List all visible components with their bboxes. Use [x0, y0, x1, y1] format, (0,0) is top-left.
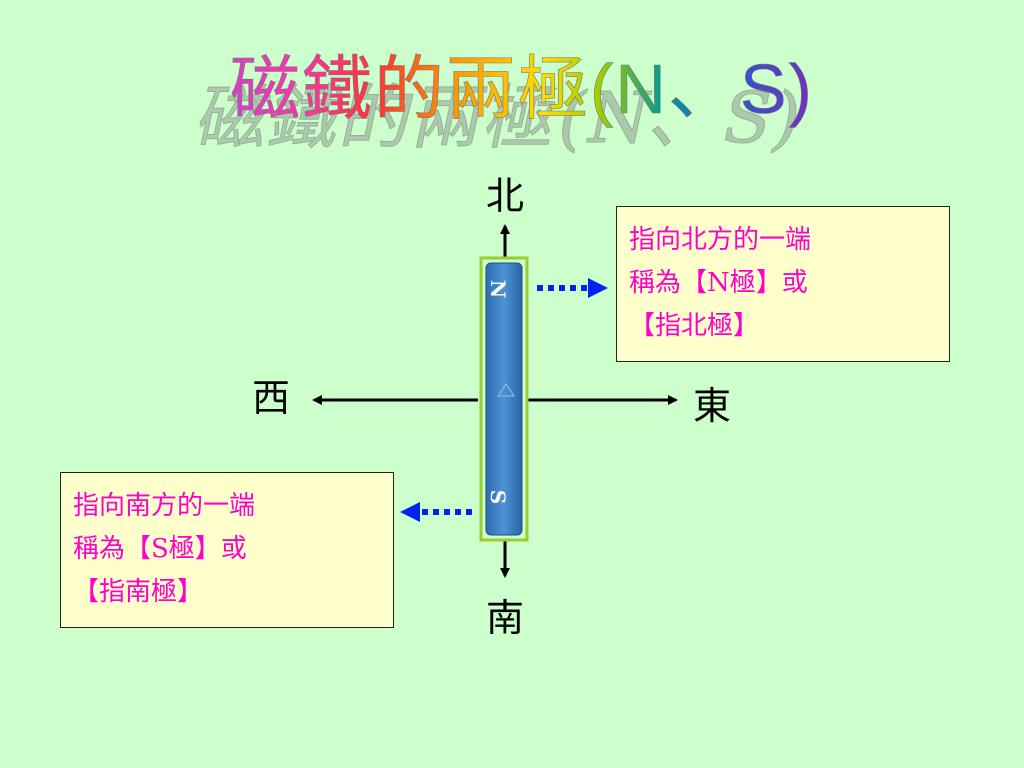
slide-title: 磁鐵的兩極(N、S) 磁鐵的兩極(N、S) [0, 45, 1024, 160]
north-box-line-2: 稱為【N極】或 [629, 268, 808, 298]
west-label: 西 [252, 376, 291, 420]
title-shadow-cn: 磁鐵的兩極 [190, 77, 567, 155]
north-label: 北 [486, 174, 525, 218]
south-pointer-arrow [400, 502, 472, 522]
magnet-n-label: N [486, 280, 510, 298]
south-box-line-3: 【指南極】 [73, 577, 204, 607]
east-label: 東 [693, 384, 732, 428]
title-n-letter: N [615, 50, 668, 128]
title-close-paren: ) [789, 50, 814, 128]
south-box-line-2: 稱為【S極】或 [73, 534, 247, 564]
svg-text:磁鐵的兩極(N、S): 磁鐵的兩極(N、S) [230, 48, 814, 130]
title-chinese: 磁鐵的兩極 [230, 48, 590, 130]
title-open-paren: ( [590, 50, 615, 128]
title-shadow-sep: 、 [643, 77, 732, 155]
south-pole-box: 指向南方的一端 稱為【S極】或 【指南極】 [60, 472, 394, 628]
south-box-line-1: 指向南方的一端 [73, 491, 256, 521]
north-pointer-arrow [537, 278, 608, 298]
svg-text:磁鐵的兩極(N、S): 磁鐵的兩極(N、S) [190, 77, 811, 155]
north-pole-box: 指向北方的一端 稱為【N極】或 【指北極】 [616, 206, 950, 362]
title-s-letter: S [740, 50, 789, 128]
title-separator: 、 [668, 48, 740, 130]
north-box-line-3: 【指北極】 [629, 311, 760, 341]
south-label: 南 [486, 596, 525, 640]
north-box-line-1: 指向北方的一端 [629, 225, 812, 255]
magnet-s-label: S [486, 490, 510, 504]
bar-magnet: N S [479, 256, 529, 542]
